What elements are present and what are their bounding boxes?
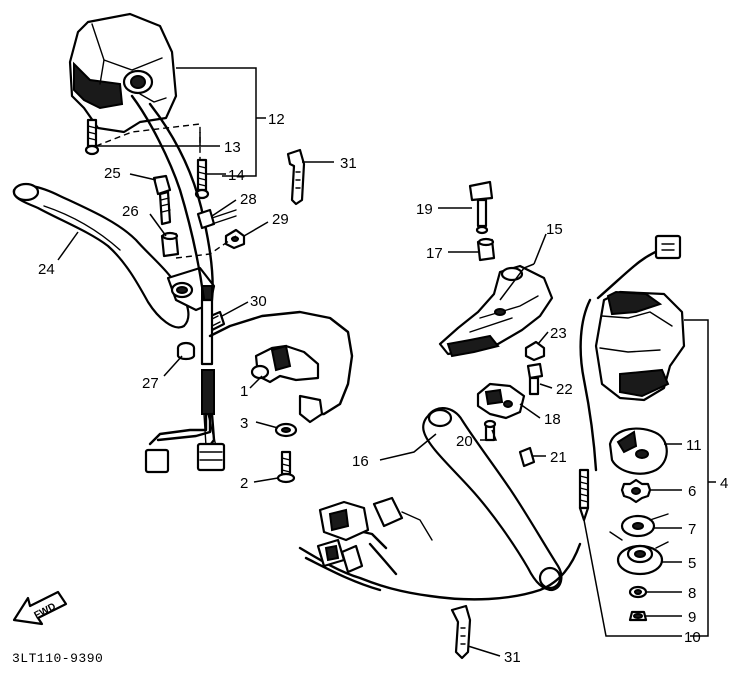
callout-27: 27 [142, 375, 159, 392]
screw-21 [518, 446, 536, 468]
callout-26: 26 [122, 203, 139, 220]
clutch-switch-1 [208, 310, 354, 424]
left-switch-harness [144, 298, 226, 474]
callout-15: 15 [546, 221, 563, 238]
bolt-22 [526, 362, 544, 396]
brake-lever-bracket-15 [438, 264, 554, 358]
callout-7: 7 [688, 521, 696, 538]
callout-2: 2 [240, 475, 248, 492]
switch-base-5 [609, 531, 669, 576]
callout-5: 5 [688, 555, 696, 572]
callout-1: 1 [240, 383, 248, 400]
collar-27 [176, 341, 196, 361]
right-switch-harness [298, 496, 582, 601]
callout-12: 12 [268, 111, 285, 128]
screw-20 [483, 419, 497, 442]
brake-switch-18 [476, 382, 526, 420]
callout-31-upper: 31 [340, 155, 357, 172]
leader-lines [57, 67, 716, 657]
callout-11: 11 [686, 437, 702, 454]
callout-13: 13 [224, 139, 241, 156]
callout-8: 8 [688, 585, 696, 602]
callout-31-lower: 31 [504, 649, 521, 666]
clutch-lever-24 [12, 182, 190, 329]
callout-6: 6 [688, 483, 696, 500]
wire-clip-31-lower [450, 604, 472, 660]
callout-25: 25 [104, 165, 121, 182]
brake-lever-16 [422, 407, 563, 592]
callout-14: 14 [228, 167, 245, 184]
plate-7 [620, 513, 669, 538]
switch-body-11 [608, 427, 668, 475]
screw-13 [84, 118, 100, 156]
star-washer-6 [620, 478, 652, 504]
right-handlebar-switch [579, 234, 686, 472]
callout-19: 19 [416, 201, 433, 218]
callout-30: 30 [250, 293, 267, 310]
screw-9 [628, 610, 648, 622]
callout-20: 20 [456, 433, 473, 450]
callout-28: 28 [240, 191, 257, 208]
left-handlebar-switch [68, 12, 178, 134]
callout-29: 29 [272, 211, 289, 228]
callout-3: 3 [240, 415, 248, 432]
callout-21: 21 [550, 449, 567, 466]
forward-direction-arrow: FWD [12, 590, 68, 626]
screw-14 [194, 158, 210, 200]
nut-29 [224, 228, 246, 250]
callout-18: 18 [544, 411, 561, 428]
catalog-number: 3LT110-9390 [12, 651, 103, 666]
callout-22: 22 [556, 381, 573, 398]
spacer-8 [628, 585, 648, 599]
callout-24: 24 [38, 261, 55, 278]
pin-19 [468, 180, 494, 235]
bolt-28 [196, 208, 237, 230]
callout-10: 10 [684, 629, 701, 646]
wire-clip-31-upper [286, 148, 306, 206]
callout-9: 9 [688, 609, 696, 626]
screw-2 [276, 450, 296, 484]
callout-4: 4 [720, 475, 728, 492]
collar-26 [160, 231, 180, 258]
callout-17: 17 [426, 245, 443, 262]
callout-16: 16 [352, 453, 369, 470]
nut-23 [524, 340, 546, 362]
callout-labels: 12 13 14 31 25 26 28 29 24 30 27 1 3 2 1… [38, 111, 728, 666]
spring-17 [476, 237, 496, 262]
washer-3 [274, 422, 298, 438]
callout-23: 23 [550, 325, 567, 342]
screw-10 [578, 468, 590, 522]
bolt-25 [152, 174, 172, 226]
